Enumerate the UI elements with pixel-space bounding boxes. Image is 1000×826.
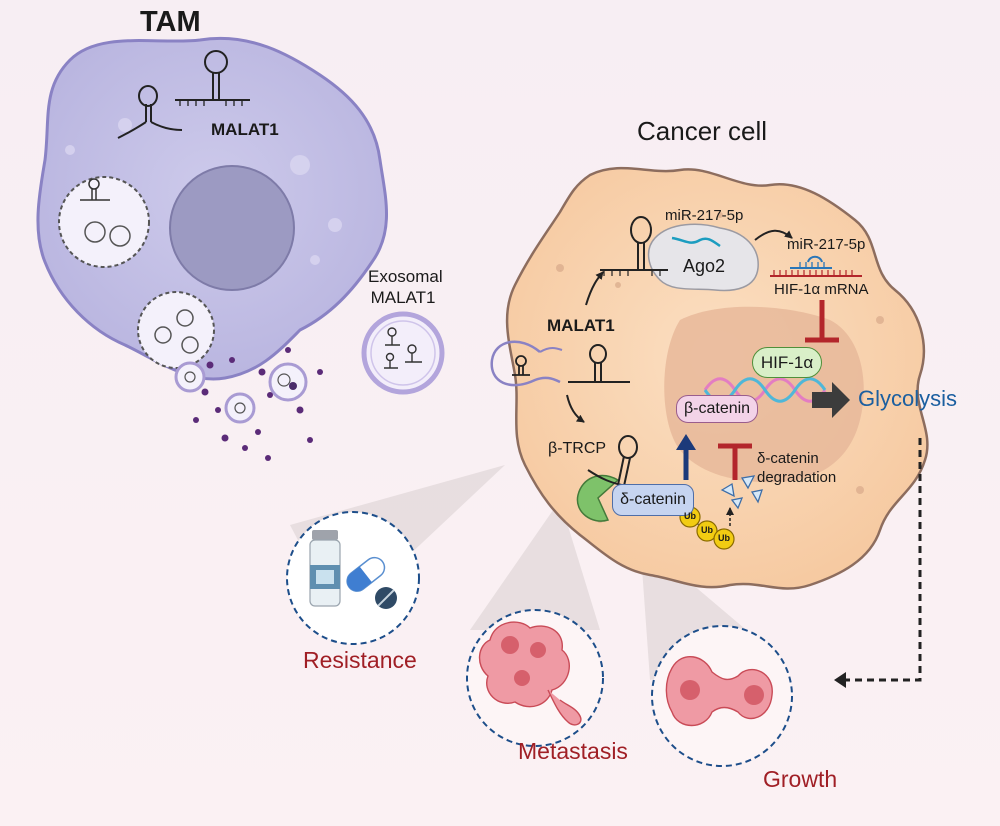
exosomal-label-line1: Exosomal — [368, 267, 443, 286]
beta-catenin-badge: β-catenin — [676, 395, 758, 423]
hairpin-rna-icon — [600, 216, 668, 276]
arrow-malat1-to-trcp — [566, 394, 585, 423]
arrow-ago2-to-mir — [754, 229, 793, 241]
delta-catenin-badge: δ-catenin — [612, 484, 694, 516]
pill-icon — [375, 587, 397, 609]
tam-vacuole — [65, 145, 75, 155]
tam-nucleus — [169, 165, 295, 291]
cell-cluster-icon — [478, 621, 582, 726]
mirna-strand-bound — [671, 236, 721, 248]
ubiquitin-icon — [713, 528, 735, 550]
degradation-fragments — [720, 475, 763, 510]
hairpin-rna-icon — [175, 50, 250, 106]
secreted-particles — [193, 347, 323, 461]
hif-mrna-strand — [770, 270, 862, 277]
beta-trcp-label: β-TRCP — [548, 440, 607, 457]
tam-vacuole — [310, 255, 320, 265]
exosome-icon — [174, 361, 206, 393]
arrow-to-glycolysis — [812, 382, 850, 418]
cancer-cell-label: Cancer cell — [637, 116, 768, 146]
arrow-delta-to-beta — [676, 434, 696, 480]
exosome-icon — [268, 362, 308, 402]
exosome-icon — [137, 291, 215, 369]
mirna-strand-free — [790, 255, 832, 269]
arrow-malat1-to-hairpin — [585, 271, 604, 306]
mir-free-label: miR-217-5p — [787, 236, 866, 253]
ub-label: Ub — [701, 525, 713, 535]
resistance-label: Resistance — [303, 647, 417, 673]
beta-trcp-icon — [576, 474, 620, 522]
hairpin-rna-icon — [568, 344, 630, 383]
mir-top-label: miR-217-5p — [665, 207, 744, 224]
degradation-label-line2: degradation — [757, 469, 837, 486]
exosome-icon — [58, 176, 150, 268]
projection-cone-metastasis — [470, 500, 600, 630]
malat1-tam-label: MALAT1 — [211, 120, 279, 139]
metastasis-label: Metastasis — [518, 738, 628, 764]
malat1-rna-icon — [490, 340, 563, 387]
ago2-label: Ago2 — [683, 256, 726, 276]
degradation-label-line1: δ-catenin — [757, 450, 819, 467]
inhibition-hif-mrna — [805, 300, 839, 343]
tam-vacuole — [328, 218, 342, 232]
ub-label: Ub — [684, 511, 696, 521]
growth-label: Growth — [763, 766, 838, 792]
hairpin-rna-icon — [512, 355, 530, 376]
exosome-icon — [361, 311, 445, 395]
arrow-glycolysis-to-growth — [842, 438, 922, 682]
exosomal-label-line2: MALAT1 — [370, 288, 436, 307]
tam-label: TAM — [140, 6, 201, 38]
malat1-cancer-label: MALAT1 — [547, 316, 615, 335]
glycolysis-label: Glycolysis — [858, 386, 958, 411]
vial-icon — [309, 530, 341, 607]
hif-mrna-label: HIF-1α mRNA — [774, 281, 869, 298]
exosome-icon — [224, 392, 256, 424]
arrow-head — [834, 672, 846, 688]
ub-label: Ub — [718, 533, 730, 543]
tam-vacuole — [118, 118, 132, 132]
tam-vacuole — [290, 155, 310, 175]
hairpin-rna-icon — [117, 85, 183, 139]
dividing-cell-icon — [665, 656, 773, 727]
inhibition-degradation — [718, 443, 752, 480]
ubiquitin-icon — [696, 520, 718, 542]
capsule-icon — [346, 556, 386, 592]
hif1a-badge: HIF-1α — [752, 347, 822, 378]
ago2-protein-icon — [647, 223, 759, 292]
